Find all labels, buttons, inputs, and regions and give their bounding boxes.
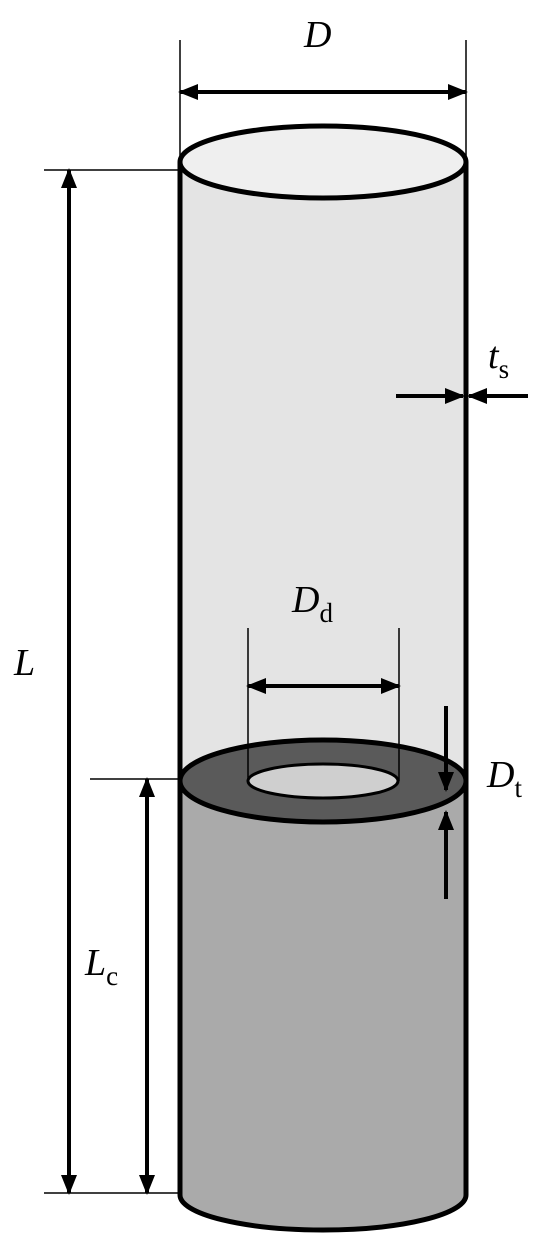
label-Dt: Dt: [486, 754, 522, 803]
bottom-edge: [177, 1194, 469, 1233]
label-Lc: Lc: [84, 942, 118, 991]
lower-body: [180, 781, 466, 1230]
inner-hole: [246, 762, 400, 800]
label-L: L: [13, 642, 35, 684]
label-Dd: Dd: [291, 579, 333, 628]
label-ts: ts: [488, 335, 509, 384]
upper-tube: [180, 162, 466, 781]
label-D: D: [303, 14, 331, 56]
top-cap: [177, 123, 469, 201]
